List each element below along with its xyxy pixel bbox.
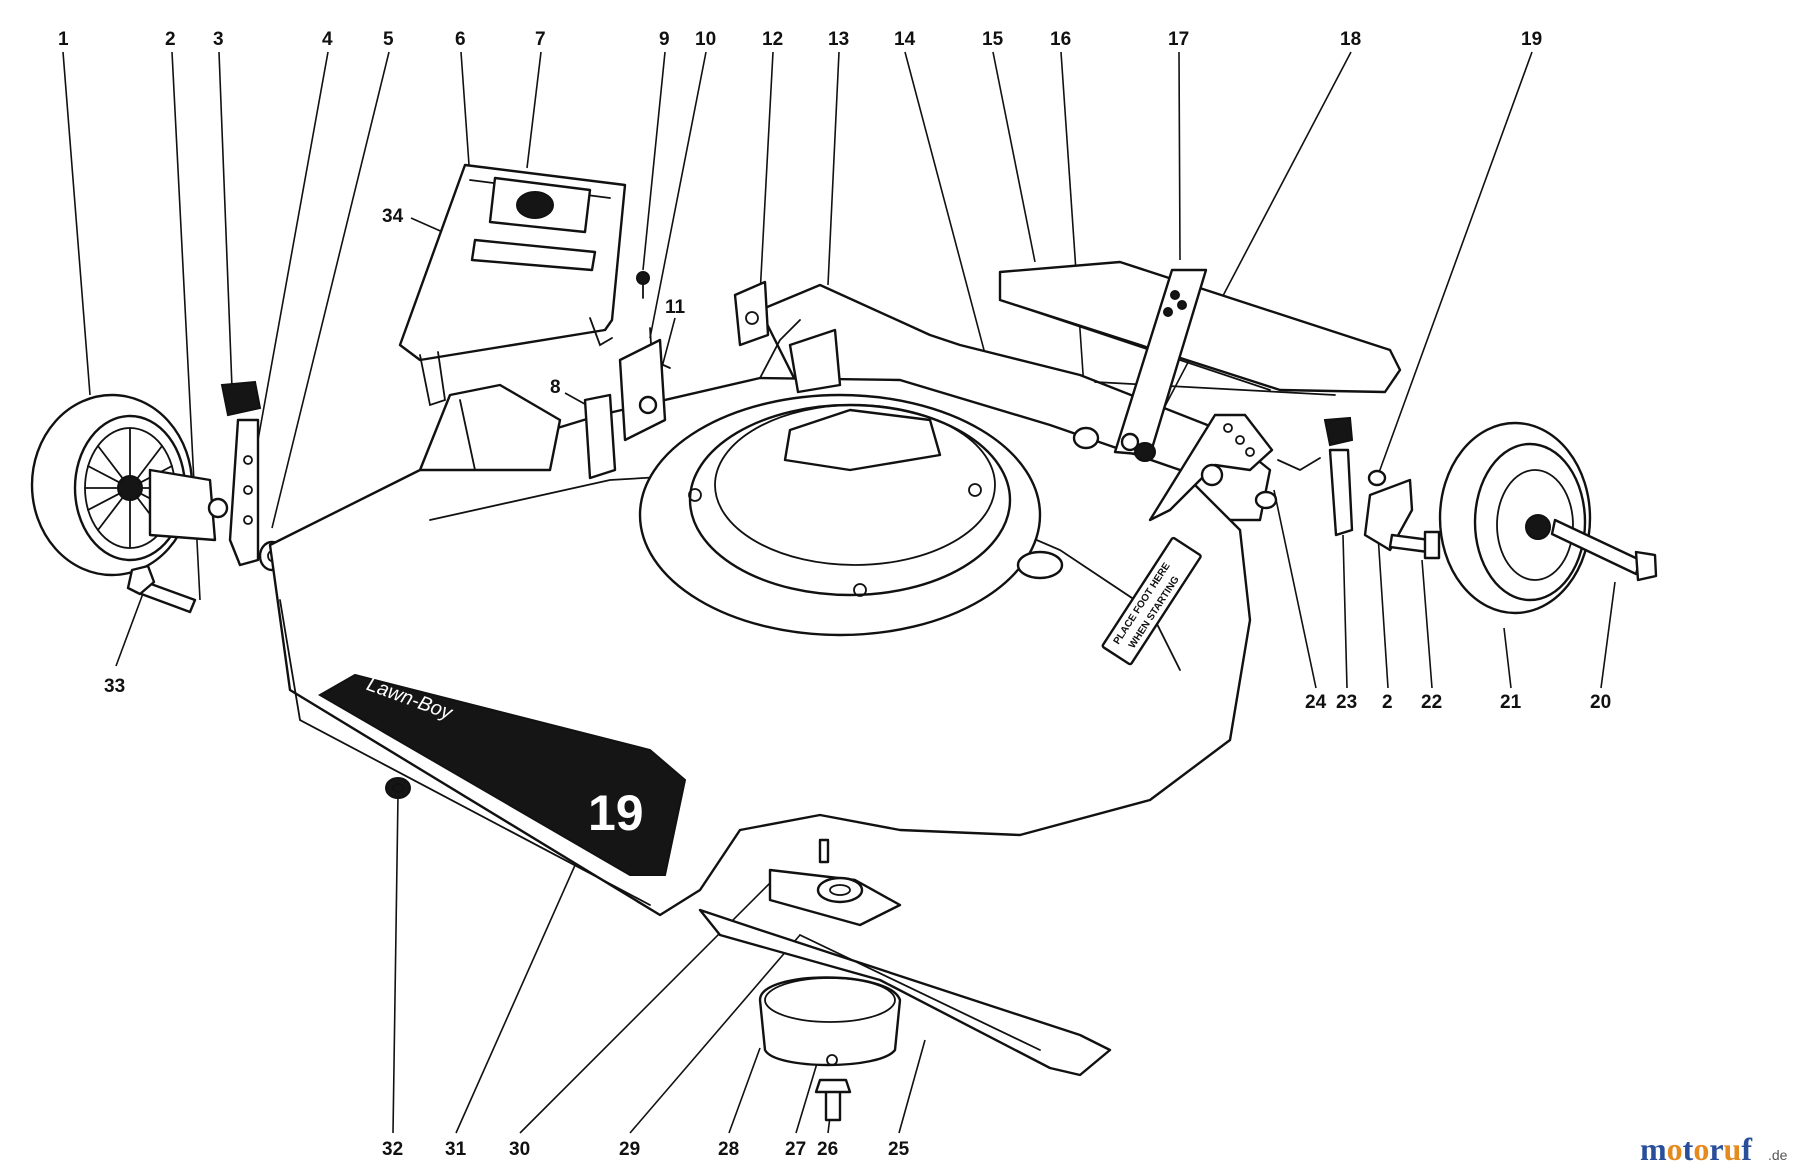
callout-label: 15 [982,29,1004,50]
bracket-12 [733,280,770,347]
callout-label: 4 [322,29,333,50]
callout-label: 10 [695,29,716,50]
callout-label: 6 [455,29,466,50]
callout-label: 22 [1421,692,1442,713]
callout-label: 20 [1590,692,1611,713]
callout-label: 11 [665,297,686,318]
height-adjuster-right [1148,413,1441,560]
mower-deck [268,283,1272,917]
callout-label: 23 [1336,692,1357,713]
callout-label: 24 [1305,692,1327,713]
callout-label: 29 [619,1139,640,1160]
leader-lines [62,51,1616,1134]
callout-label: 3 [213,29,224,50]
watermark: motoruf .de [1640,1131,1788,1167]
callout-label: 27 [785,1139,806,1160]
callout-label: 34 [382,206,404,227]
engine-shroud [398,163,627,407]
screw-9 [636,271,650,299]
callout-label: 16 [1050,29,1071,50]
callout-label: 17 [1168,29,1189,50]
callout-numbers: 1 2 3 4 5 6 7 9 10 12 13 14 15 16 17 18 … [58,29,1611,1160]
callout-label: 14 [894,29,916,50]
callout-label: 5 [383,29,394,50]
callout-label: 8 [550,377,561,398]
right-wheel [1438,421,1658,615]
left-wheel [30,393,229,577]
callout-label: 28 [718,1139,739,1160]
callout-label: 1 [58,29,69,50]
watermark-suffix: .de [1768,1147,1788,1163]
callout-label: 9 [659,29,670,50]
callout-label: 21 [1500,692,1522,713]
bushing-16 [1072,426,1100,450]
deck-decal-model: 19 [588,785,644,841]
start-instruction-label: PLACE FOOT HERE WHEN STARTING [1101,536,1202,666]
callout-label: 19 [1521,29,1542,50]
nut-32 [385,777,411,799]
callout-label: 26 [817,1139,838,1160]
callout-label: 13 [828,29,849,50]
rear-door-15 [998,260,1402,396]
bushing-18 [1134,442,1156,462]
axle-bolt-33 [126,564,197,614]
callout-label: 2 [1382,692,1393,713]
callout-label: 12 [762,29,783,50]
callout-label: 33 [104,676,125,697]
callout-label: 30 [509,1139,530,1160]
callout-label: 2 [165,29,176,50]
callout-label: 32 [382,1139,403,1160]
callout-label: 31 [445,1139,467,1160]
blade-assembly [698,838,1112,1122]
watermark-brand: motoruf [1640,1131,1752,1167]
callout-label: 18 [1340,29,1361,50]
callout-label: 25 [888,1139,910,1160]
callout-label: 7 [535,29,546,50]
